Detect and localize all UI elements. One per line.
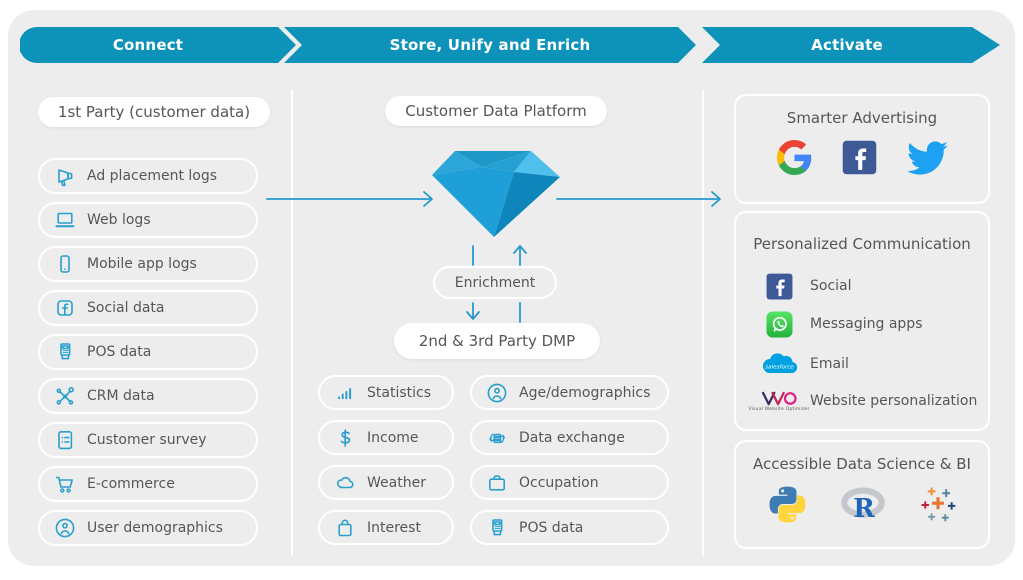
- source-crm-data: CRM data: [38, 378, 258, 414]
- facebook-icon: [842, 140, 877, 179]
- banner-label-store-unify-enrich: Store, Unify and Enrich: [389, 36, 591, 54]
- source-label: CRM data: [87, 388, 155, 404]
- card-smarter-advertising: Smarter Advertising: [734, 94, 990, 204]
- arrowhead-right-icon: [423, 191, 433, 207]
- source-label: E-commerce: [87, 476, 175, 492]
- channel-messaging-apps: Messaging apps: [756, 306, 923, 342]
- banner-label-activate: Activate: [811, 36, 883, 54]
- laptop-icon: [52, 209, 78, 231]
- vwo-icon: Visual Website Optimizer: [748, 391, 809, 412]
- source-pos-data: POS data: [38, 334, 258, 370]
- google-icon: [776, 140, 812, 179]
- source-label: User demographics: [87, 520, 223, 536]
- facebook-icon: [756, 273, 802, 300]
- vwo-caption: Visual Website Optimizer: [748, 406, 810, 412]
- enrich-interest: Interest: [318, 510, 454, 545]
- process-banner: [20, 27, 1000, 63]
- enrichment-pill: Enrichment: [433, 266, 557, 299]
- twitter-icon: [906, 140, 948, 179]
- dollar-icon: [332, 427, 358, 449]
- facebook-outline-icon: [52, 297, 78, 319]
- source-customer-survey: Customer survey: [38, 422, 258, 458]
- megaphone-icon: [52, 165, 78, 187]
- card-data-science-bi: Accessible Data Science & BI R: [734, 440, 990, 549]
- enrich-occupation: Occupation: [470, 465, 669, 500]
- source-social-data: Social data: [38, 290, 258, 326]
- card-title: Accessible Data Science & BI: [753, 455, 971, 473]
- arrowhead-right-icon: [711, 191, 721, 207]
- cart-icon: [52, 473, 78, 495]
- person-circle-icon: [52, 517, 78, 539]
- divider-right: [702, 90, 704, 556]
- dmp-pill: 2nd & 3rd Party DMP: [394, 323, 600, 359]
- channel-social: Social: [756, 268, 852, 304]
- source-label: Web logs: [87, 212, 151, 228]
- source-ad-placement-logs: Ad placement logs: [38, 158, 258, 194]
- svg-text:salesforce: salesforce: [765, 365, 794, 371]
- divider-left: [291, 90, 293, 556]
- tableau-icon: [918, 485, 958, 529]
- source-label: Customer survey: [87, 432, 207, 448]
- channel-label: Website personalization: [810, 393, 978, 409]
- diamond-gem-icon: [432, 151, 560, 237]
- whatsapp-icon: [756, 311, 802, 338]
- banner-step-store: [284, 27, 696, 63]
- channel-label: Social: [810, 278, 852, 294]
- enrich-label: Occupation: [519, 474, 599, 491]
- enrich-label: Weather: [367, 474, 426, 491]
- enrich-statistics: Statistics: [318, 375, 454, 410]
- python-icon: [767, 484, 808, 529]
- card-title: Personalized Communication: [753, 235, 971, 253]
- channel-label: Messaging apps: [810, 316, 923, 332]
- shopping-bag-icon: [332, 517, 358, 539]
- pos-terminal-icon: [52, 341, 78, 363]
- enrich-label: Statistics: [367, 384, 431, 401]
- network-icon: [52, 385, 78, 407]
- cdp-header: Customer Data Platform: [385, 96, 607, 126]
- source-user-demographics: User demographics: [38, 510, 258, 546]
- enrich-pos-data: POS data: [470, 510, 669, 545]
- pos-terminal-icon: [484, 517, 510, 539]
- left-column-header: 1st Party (customer data): [38, 97, 270, 127]
- arrowhead-up-icon: [513, 245, 527, 254]
- r-icon: R: [840, 487, 886, 526]
- svg-text:R: R: [853, 494, 875, 522]
- banner-label-connect: Connect: [112, 36, 184, 54]
- channel-email: salesforce Email: [756, 346, 849, 382]
- cloud-icon: [332, 472, 358, 494]
- source-label: Mobile app logs: [87, 256, 197, 272]
- enrich-age-demographics: Age/demographics: [470, 375, 669, 410]
- card-personalized-communication: Personalized Communication Social Messag…: [734, 211, 990, 431]
- enrichment-label: Enrichment: [454, 274, 536, 291]
- enrich-weather: Weather: [318, 465, 454, 500]
- banner-step-connect: [20, 27, 296, 63]
- source-ecommerce: E-commerce: [38, 466, 258, 502]
- enrich-data-exchange: Data exchange: [470, 420, 669, 455]
- enrich-label: Income: [367, 429, 419, 446]
- channel-website-personalization: Visual Website Optimizer Website persona…: [748, 383, 978, 419]
- card-title: Smarter Advertising: [786, 109, 938, 127]
- bar-chart-icon: [332, 382, 358, 404]
- source-label: POS data: [87, 344, 152, 360]
- smartphone-icon: [52, 253, 78, 275]
- survey-icon: [52, 429, 78, 451]
- enrich-label: Age/demographics: [519, 384, 651, 401]
- data-exchange-icon: [484, 427, 510, 449]
- enrich-label: POS data: [519, 519, 584, 536]
- enrich-income: Income: [318, 420, 454, 455]
- banner-step-activate: [702, 27, 1000, 63]
- source-web-logs: Web logs: [38, 202, 258, 238]
- salesforce-icon: salesforce: [756, 351, 802, 377]
- source-mobile-app-logs: Mobile app logs: [38, 246, 258, 282]
- arrowhead-down-icon: [466, 311, 480, 320]
- person-circle-icon: [484, 382, 510, 404]
- channel-label: Email: [810, 356, 849, 372]
- enrich-label: Data exchange: [519, 429, 625, 446]
- briefcase-icon: [484, 472, 510, 494]
- source-label: Social data: [87, 300, 165, 316]
- flow-arrows: [266, 191, 721, 323]
- enrich-label: Interest: [367, 519, 421, 536]
- source-label: Ad placement logs: [87, 168, 218, 184]
